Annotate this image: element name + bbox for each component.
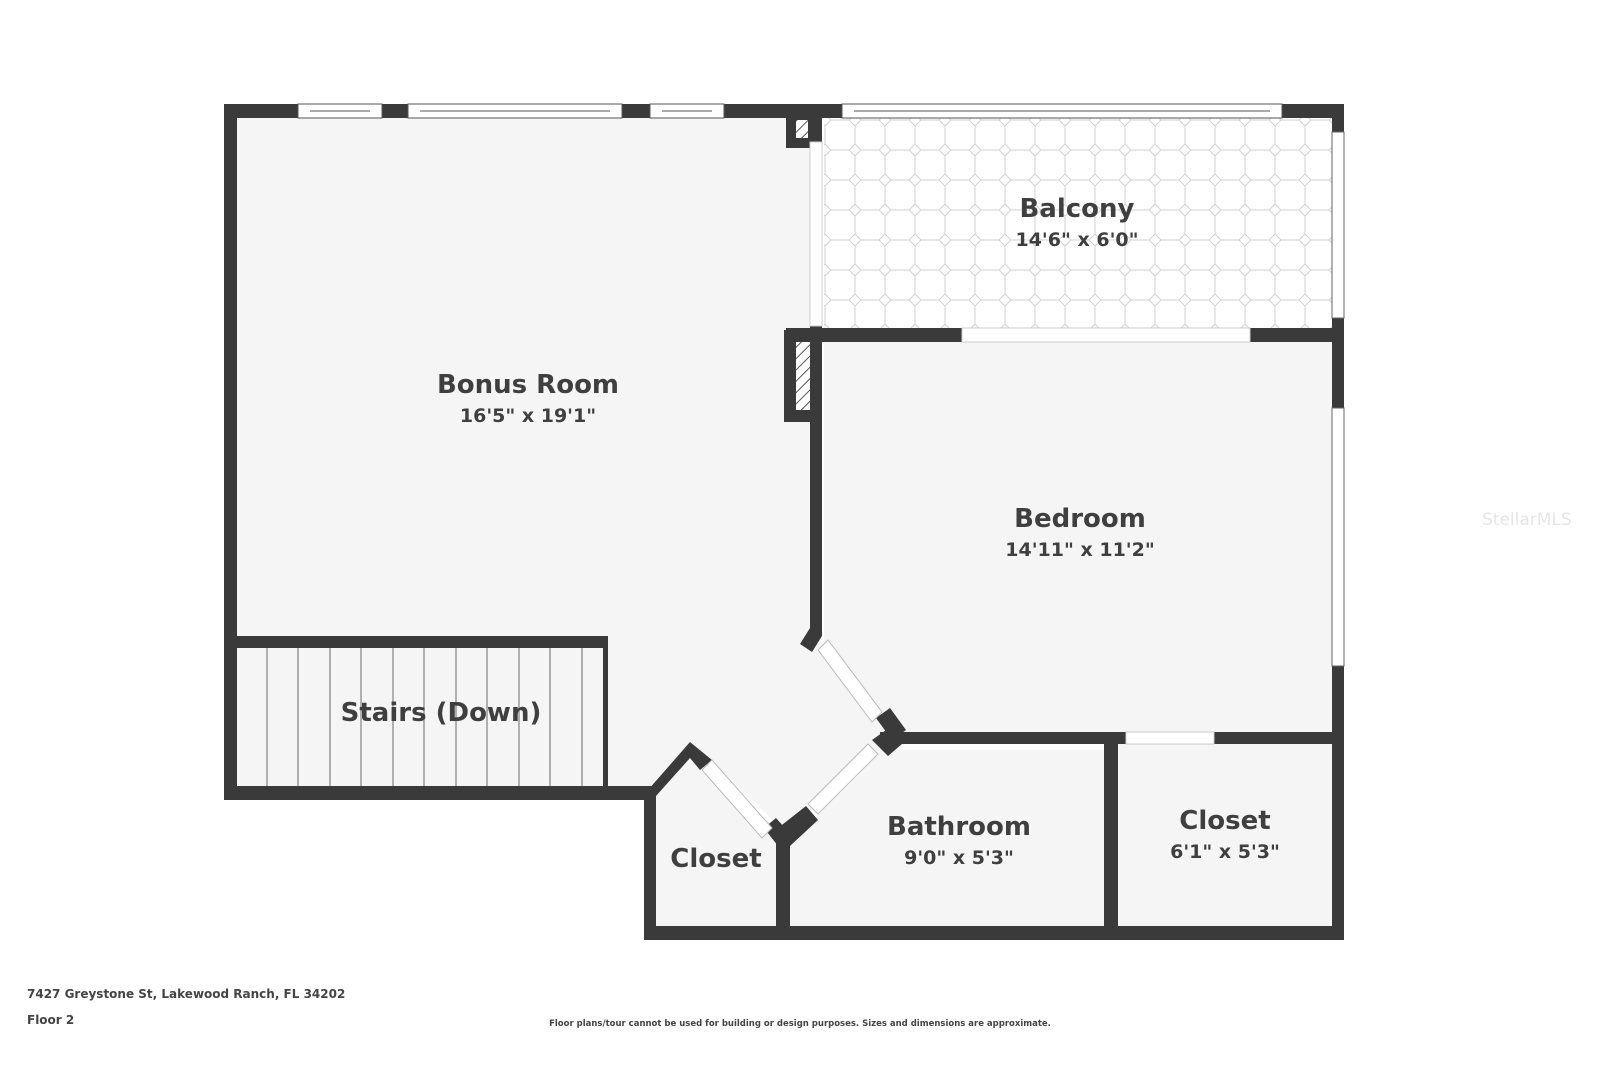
bonus-room-name: Bonus Room — [437, 370, 619, 400]
closet-right-name: Closet — [1179, 806, 1270, 836]
bonus-room-floor — [236, 118, 812, 638]
closet-small-floor — [656, 755, 778, 928]
room-labels: Bonus Room 16'5" x 19'1" Balcony 14'6" x… — [341, 194, 1280, 874]
stairs-name: Stairs (Down) — [341, 698, 542, 728]
bathroom-dims: 9'0" x 5'3" — [904, 847, 1014, 869]
stair-treads — [266, 648, 583, 786]
bedroom-name: Bedroom — [1014, 504, 1146, 534]
property-address: 7427 Greystone St, Lakewood Ranch, FL 34… — [27, 987, 346, 1001]
closet-right-floor — [1118, 744, 1334, 928]
bedroom-floor — [824, 342, 1334, 732]
bonus-room-dims: 16'5" x 19'1" — [460, 405, 596, 427]
balcony-floor — [824, 118, 1334, 328]
balcony-name: Balcony — [1019, 194, 1134, 224]
disclaimer: Floor plans/tour cannot be used for buil… — [549, 1019, 1051, 1029]
bathroom-floor — [790, 750, 1106, 928]
floors — [236, 118, 1334, 928]
closet-right-dims: 6'1" x 5'3" — [1170, 841, 1280, 863]
watermark: StellarMLS — [1482, 510, 1572, 530]
floor-label: Floor 2 — [27, 1013, 75, 1027]
bedroom-dims: 14'11" x 11'2" — [1005, 539, 1154, 561]
bathroom-name: Bathroom — [887, 812, 1031, 842]
closet-small-name: Closet — [670, 844, 761, 874]
openings — [297, 103, 1345, 839]
balcony-dims: 14'6" x 6'0" — [1015, 229, 1138, 251]
